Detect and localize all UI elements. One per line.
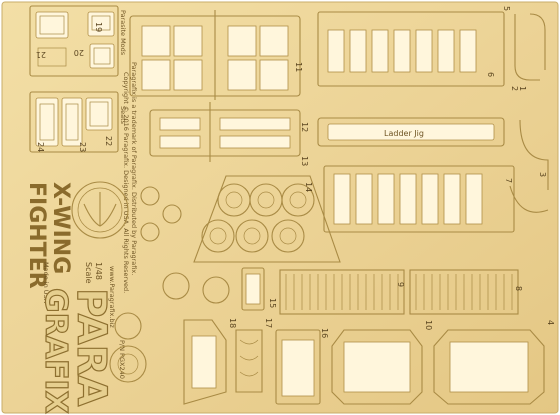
part-number-label: 7	[504, 178, 513, 183]
parasite-mods-label: Parasite Mods	[119, 10, 127, 56]
part-number-label: 1	[518, 86, 527, 91]
part-number-label: 10	[424, 320, 433, 330]
mesh-part-16: 16	[275, 328, 329, 405]
title-xwing: X-WING	[48, 182, 73, 274]
part-number-label: 12	[300, 122, 309, 132]
part-number-label: 18	[228, 318, 237, 328]
parasite-mods-group: 21 19 20 Parasite Mods	[29, 5, 127, 77]
part-number-label: 6	[486, 72, 495, 77]
grille-disc-icon	[109, 345, 147, 383]
part-number-label: 23	[78, 142, 87, 152]
part-number-label: 20	[74, 48, 84, 57]
part-number-label: 8	[514, 286, 523, 291]
part-number-label: 3	[538, 172, 547, 177]
vent-part-17: 17	[235, 318, 273, 393]
frame-12-13: 12 13	[149, 102, 309, 166]
small-parts-15: 15	[241, 267, 277, 311]
seats-group: 23 24 22 Seats	[29, 91, 127, 153]
seats-label: Seats	[119, 106, 127, 125]
scale-label: Scale	[84, 262, 93, 284]
ladder-6: 6 5	[317, 6, 511, 87]
panel-part-4: 4	[433, 320, 555, 405]
rebel-insignia-small-icon	[140, 222, 160, 242]
hook-parts-1-2-3: 1 2 3	[509, 13, 549, 213]
wheel-cluster-14: 14	[193, 175, 341, 263]
part-number-label: 2	[510, 86, 519, 91]
part-number-text: P/N PGX240	[118, 340, 126, 379]
part-number-label: 17	[264, 318, 273, 328]
part-number-label: 19	[94, 22, 103, 32]
brand-logo-para: PARA	[68, 288, 114, 406]
website-text: www.Paragrafix.biz	[108, 266, 116, 328]
panel-part-10: 10	[331, 320, 433, 405]
ladder-frame-11: 11	[129, 10, 303, 100]
part-number-label: 16	[320, 328, 329, 338]
made-in-text: Made in USA	[42, 262, 50, 304]
comb-parts-8-9: 9 8	[279, 269, 523, 315]
part-number-label: 13	[300, 156, 309, 166]
part-number-label: 14	[304, 182, 313, 192]
hatch-part-18: 18	[183, 318, 237, 405]
part-number-label: 5	[502, 6, 511, 11]
scale-value: 1/48	[94, 262, 103, 280]
part-number-label: 4	[546, 320, 555, 325]
insignia-disc-icon	[162, 272, 190, 300]
part-number-label: 21	[36, 50, 46, 59]
copyright-text: Copyright © 2016 Paragrafix. Designed in…	[122, 72, 130, 293]
insignia-disc-icon	[202, 276, 230, 304]
part-number-label: 24	[36, 142, 45, 152]
rebel-insignia-icon	[71, 181, 129, 239]
rebel-insignia-small-icon	[140, 186, 160, 206]
brand-logo-grafix: GRAFIX	[38, 288, 73, 414]
part-number-label: 9	[396, 282, 405, 287]
insignia-disc-icon	[114, 312, 142, 340]
part-number-label: 22	[104, 136, 113, 146]
part-number-label: 11	[294, 62, 303, 72]
ladder-jig: Ladder Jig	[317, 117, 505, 147]
title-fighter: FIGHTER	[24, 182, 49, 289]
ladder-7: 7	[323, 165, 515, 233]
part-number-label: 15	[268, 298, 277, 308]
trademark-text: Paragrafix is a trademark of Paragrafix.…	[130, 62, 138, 275]
ladder-jig-label: Ladder Jig	[384, 129, 424, 138]
